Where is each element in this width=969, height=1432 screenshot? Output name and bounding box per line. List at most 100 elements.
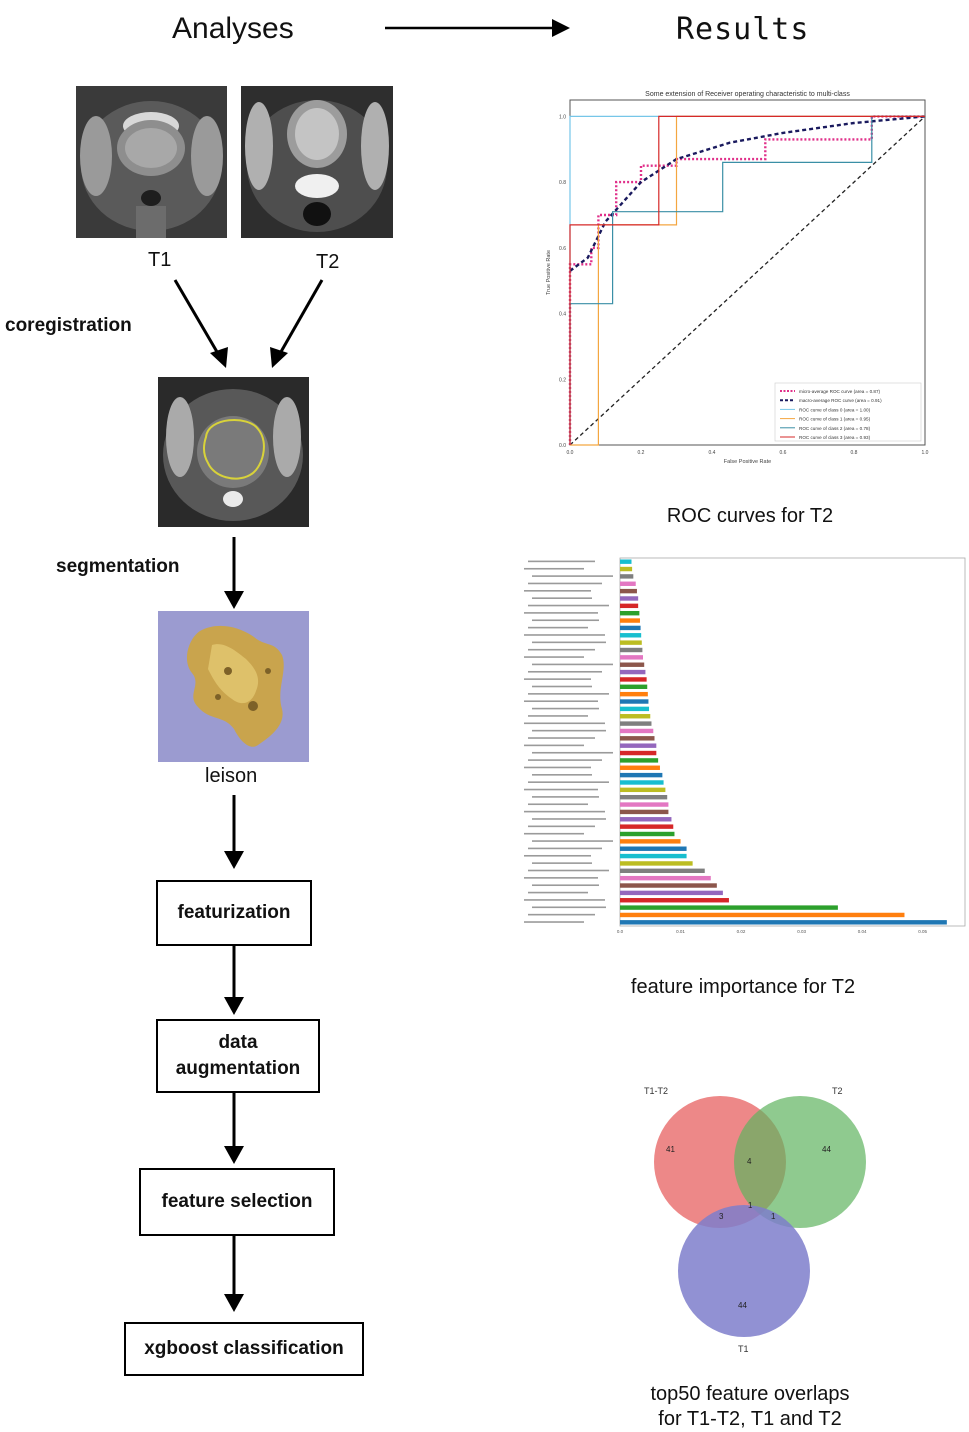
importance-bar [620,706,650,712]
roc-xtick: 0.2 [638,450,645,456]
importance-bar [620,736,655,741]
importance-feature-label [532,641,606,644]
importance-bar [620,765,660,770]
coregistration-arrows [173,279,324,368]
roc-xtick: 0.6 [780,450,787,456]
importance-xtick: 0.05 [918,929,927,934]
importance-feature-label [524,877,598,879]
importance-bar [620,758,659,763]
importance-feature-label [528,715,588,717]
importance-feature-label [524,832,584,835]
classification-label: xgboost classification [144,1338,344,1359]
t1-label: T1 [148,249,172,271]
importance-bar [620,633,642,638]
importance-feature-label [524,567,584,570]
roc-ytick: 1.0 [559,114,566,120]
importance-bar [620,853,687,859]
roc-legend-entry: ROC curve of class 1 (area = 0.95) [799,417,871,422]
importance-feature-label [528,626,588,629]
roc-ytick: 0.2 [559,377,566,383]
featurization-label: featurization [177,902,291,923]
importance-feature-label [528,825,595,828]
importance-feature-label [532,840,613,842]
importance-feature-label [532,597,592,599]
roc-title: Some extension of Receiver operating cha… [645,91,850,98]
importance-bar [620,868,705,874]
importance-bar [620,846,687,851]
importance-feature-label [528,869,609,872]
roc-series-line [569,115,925,445]
importance-feature-label [528,604,609,607]
roc-xtick: 0.8 [851,450,858,456]
importance-bar [620,883,717,888]
importance-feature-label [524,612,598,614]
importance-caption: feature importance for T2 [630,976,856,998]
lesion-label: leison [205,765,258,787]
importance-bar [620,566,633,572]
importance-feature-label [532,774,592,776]
importance-feature-label [528,560,595,563]
importance-bar [620,839,681,844]
roc-legend-entry: ROC curve of class 0 (area = 1.00) [799,407,871,412]
importance-feature-label [524,899,605,901]
importance-bar [620,728,654,734]
importance-feature-label [528,670,602,673]
importance-feature-label [524,590,591,592]
classification-arrow [224,1236,244,1312]
roc-ytick: 0.6 [559,246,566,252]
importance-feature-label [528,582,602,585]
importance-bar [620,603,639,609]
roc-legend-entry: micro-average ROC curve (area = 0.87) [799,389,881,394]
importance-feature-label [528,803,588,806]
importance-bar [620,669,646,675]
importance-feature-label [532,906,606,909]
roc-ylabel: True Positive Rate [546,250,552,295]
roc-legend-entry: macro-average ROC curve (area = 0.91) [799,398,882,403]
roc-chance-line [569,115,926,446]
coregistration-label: coregistration [5,315,132,336]
importance-feature-label [532,884,599,887]
venn-caption-line2: for T1-T2, T1 and T2 [658,1408,842,1430]
importance-feature-label [524,656,584,658]
venn-region-all: 1 [748,1201,753,1210]
roc-chart: Some extension of Receiver operating cha… [546,91,929,465]
importance-bar [620,721,652,726]
venn-set-label-t1: T1 [738,1344,749,1354]
importance-bar [620,655,643,660]
importance-bar [620,640,642,645]
importance-bar [620,905,838,910]
importance-feature-label [532,619,599,622]
importance-bar [620,787,666,793]
venn-region-t1t2-t2: 4 [747,1157,752,1166]
venn-set-label-t2: T2 [832,1086,843,1096]
augmentation-line1: data [218,1032,258,1053]
venn-diagram: T1-T2 T2 T1 41 44 44 4 3 1 1 [644,1086,866,1354]
segmentation-label: segmentation [56,556,180,577]
importance-feature-label [528,913,595,916]
roc-ytick: 0.4 [559,312,566,318]
venn-caption-line1: top50 feature overlaps [650,1383,850,1405]
augmentation-arrow [224,945,244,1015]
importance-feature-label [524,700,598,703]
importance-feature-label [532,818,606,820]
roc-xtick: 1.0 [922,450,929,456]
importance-bar [620,772,663,778]
importance-feature-label [524,678,591,680]
importance-feature-label [528,781,609,783]
importance-xtick: 0.0 [617,929,624,934]
importance-feature-label [528,648,595,651]
importance-feature-label [524,854,591,857]
analyses-header: Analyses [172,12,294,45]
importance-bar [620,618,640,623]
importance-bar [620,875,711,881]
roc-xlabel: False Positive Rate [724,459,771,465]
importance-xtick: 0.02 [737,929,746,934]
importance-feature-label [528,693,609,695]
featurization-arrow [224,795,244,869]
roc-ytick: 0.8 [559,180,566,186]
feature-selection-arrow [224,1092,244,1164]
importance-feature-label [532,575,613,577]
importance-bar [620,780,664,785]
importance-bar [620,662,645,667]
